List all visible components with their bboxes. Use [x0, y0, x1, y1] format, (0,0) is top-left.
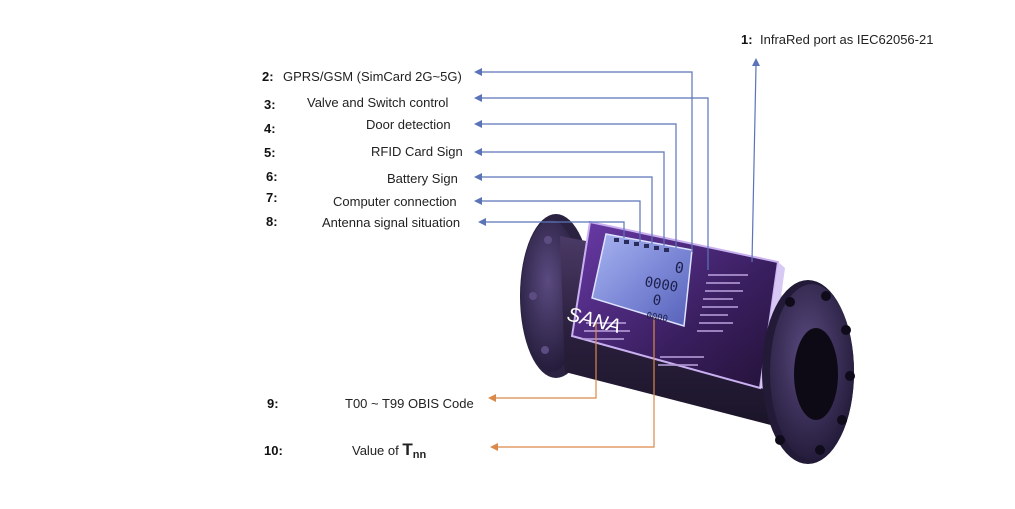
callout-10-text: Value of: [352, 443, 399, 458]
leader-4: [480, 123, 677, 248]
arrowhead-2: [474, 68, 482, 76]
lcd-row3: 0: [651, 292, 662, 309]
callout-10-symbol: T: [402, 440, 413, 459]
arrowhead-9: [488, 394, 496, 402]
arrowhead-6: [474, 173, 482, 181]
callout-8-label: Antenna signal situation: [322, 215, 461, 230]
callout-9-label: T00 ~ T99 OBIS Code: [345, 396, 474, 411]
leader-3: [480, 97, 709, 270]
callout-3-label: Valve and Switch control: [307, 95, 449, 110]
lcd-display: [591, 233, 693, 327]
callout-7-label: Computer connection: [333, 194, 457, 209]
callout-6-number: 6:: [266, 169, 278, 184]
arrowhead-3: [474, 94, 482, 102]
callout-9-number: 9:: [267, 396, 279, 411]
callout-3-number: 3:: [264, 97, 276, 112]
callout-2-label: GPRS/GSM (SimCard 2G~5G): [283, 69, 462, 84]
callout-5-number: 5:: [264, 145, 276, 160]
blue-leaders: [480, 58, 760, 270]
callout-7-number: 7:: [266, 190, 278, 205]
arrowhead-8: [478, 218, 486, 226]
leader-10: [498, 318, 655, 448]
leader-1: [751, 65, 757, 263]
leader-9: [496, 320, 597, 399]
callout-10-label: Value of Tnn: [352, 440, 426, 461]
leader-6: [480, 176, 653, 244]
callout-4-label: Door detection: [366, 117, 451, 132]
arrowhead-7: [474, 197, 482, 205]
arrowhead-4: [474, 120, 482, 128]
leader-5: [480, 151, 665, 246]
lcd-row2: 0000: [643, 274, 679, 296]
callout-8-number: 8:: [266, 214, 278, 229]
callout-1-label: InfraRed port as IEC62056-21: [760, 32, 934, 47]
callout-5-label: RFID Card Sign: [371, 144, 463, 159]
lcd-row4: 0000: [645, 311, 668, 325]
callout-10-subscript: nn: [412, 449, 427, 461]
right-flange: [762, 280, 855, 464]
callout-4-number: 4:: [264, 121, 276, 136]
callout-10-number: 10:: [264, 443, 283, 458]
callout-2-number: 2:: [262, 69, 274, 84]
arrowhead-10: [490, 443, 498, 451]
leader-7: [480, 200, 641, 242]
callout-1-number: 1:: [741, 32, 753, 47]
arrowhead-1: [752, 58, 760, 66]
leader-2: [480, 71, 693, 252]
lcd-row1: 0: [673, 258, 685, 277]
leader-8: [484, 221, 625, 238]
callout-6-label: Battery Sign: [387, 171, 458, 186]
arrowhead-5: [474, 148, 482, 156]
